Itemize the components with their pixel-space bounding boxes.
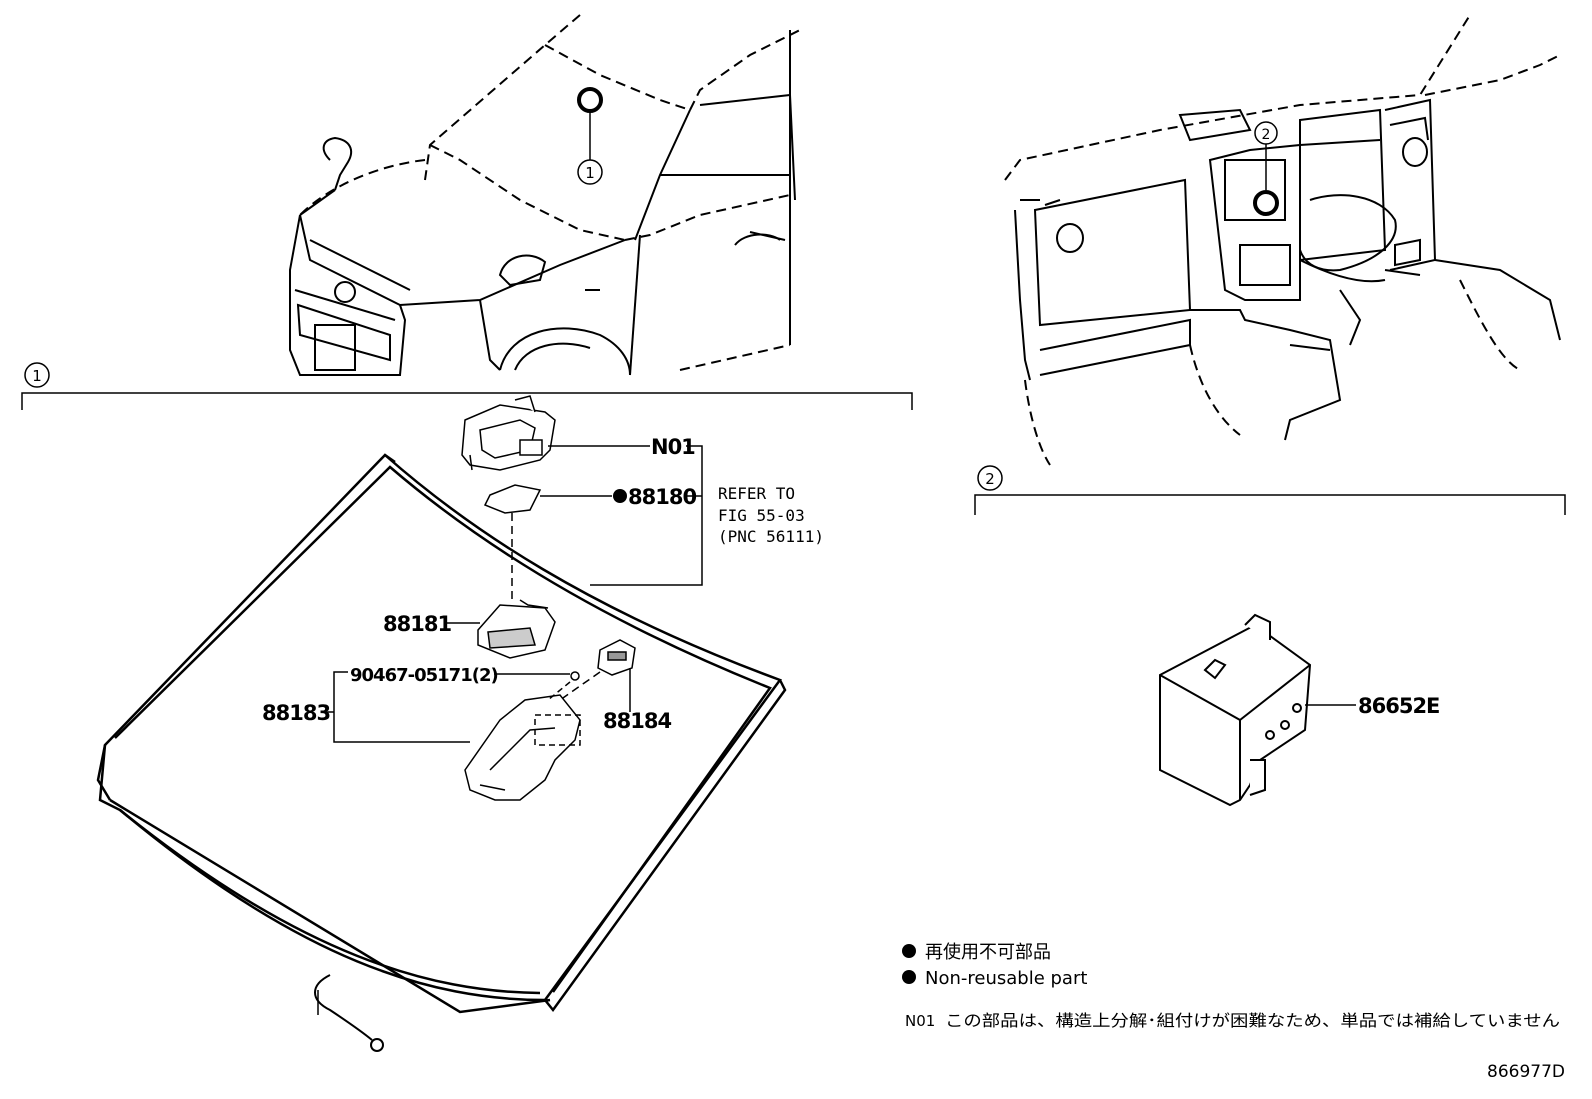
legend-jp: 再使用不可部品 bbox=[925, 942, 1051, 963]
locator-1-label: 1 bbox=[585, 164, 595, 182]
locator-2: 2 bbox=[1253, 121, 1279, 216]
part-88180-pad bbox=[483, 484, 542, 600]
locator-2-label: 2 bbox=[1262, 127, 1271, 143]
leader-lines-section-1 bbox=[322, 445, 703, 743]
legend-bullet-jp bbox=[902, 944, 916, 958]
non-reusable-mark-88180 bbox=[613, 489, 627, 503]
callout-88181: 88181 bbox=[383, 612, 451, 636]
n01-note-text: この部品は、構造上分解･組付けが困難なため、単品では補給していません bbox=[945, 1011, 1560, 1030]
dashboard-illustration bbox=[1004, 14, 1561, 466]
refer-note-line2: FIG 55-03 bbox=[718, 506, 805, 525]
section-1-bracket: 1 bbox=[21, 362, 913, 410]
callout-90467: 90467-05171(2) bbox=[350, 665, 498, 686]
section-2-bracket: 2 bbox=[974, 465, 1566, 515]
n01-note-code: N01 bbox=[905, 1012, 935, 1030]
callout-88184: 88184 bbox=[603, 709, 671, 733]
callout-n01: N01 bbox=[651, 435, 695, 459]
part-88181-camera bbox=[477, 599, 556, 659]
locator-1: 1 bbox=[577, 87, 603, 185]
legend-en: Non-reusable part bbox=[925, 968, 1087, 989]
diagram-id: 866977D bbox=[1487, 1062, 1565, 1082]
vehicle-exterior-illustration bbox=[289, 14, 801, 376]
section-2-marker: 2 bbox=[985, 470, 995, 488]
refer-note-line1: REFER TO bbox=[718, 484, 795, 503]
legend-bullet-en bbox=[902, 970, 916, 984]
callout-88183: 88183 bbox=[262, 701, 330, 725]
section-1-marker: 1 bbox=[32, 367, 42, 385]
refer-note-line3: (PNC 56111) bbox=[718, 527, 824, 546]
windshield-glass bbox=[96, 453, 787, 1052]
part-86652e-module bbox=[1159, 613, 1312, 807]
callout-86652e: 86652E bbox=[1358, 694, 1439, 718]
part-n01-bracket bbox=[461, 395, 556, 471]
part-88184-clip bbox=[559, 639, 636, 701]
callout-88180: 88180 bbox=[628, 485, 696, 509]
part-88183-cover bbox=[464, 671, 581, 801]
